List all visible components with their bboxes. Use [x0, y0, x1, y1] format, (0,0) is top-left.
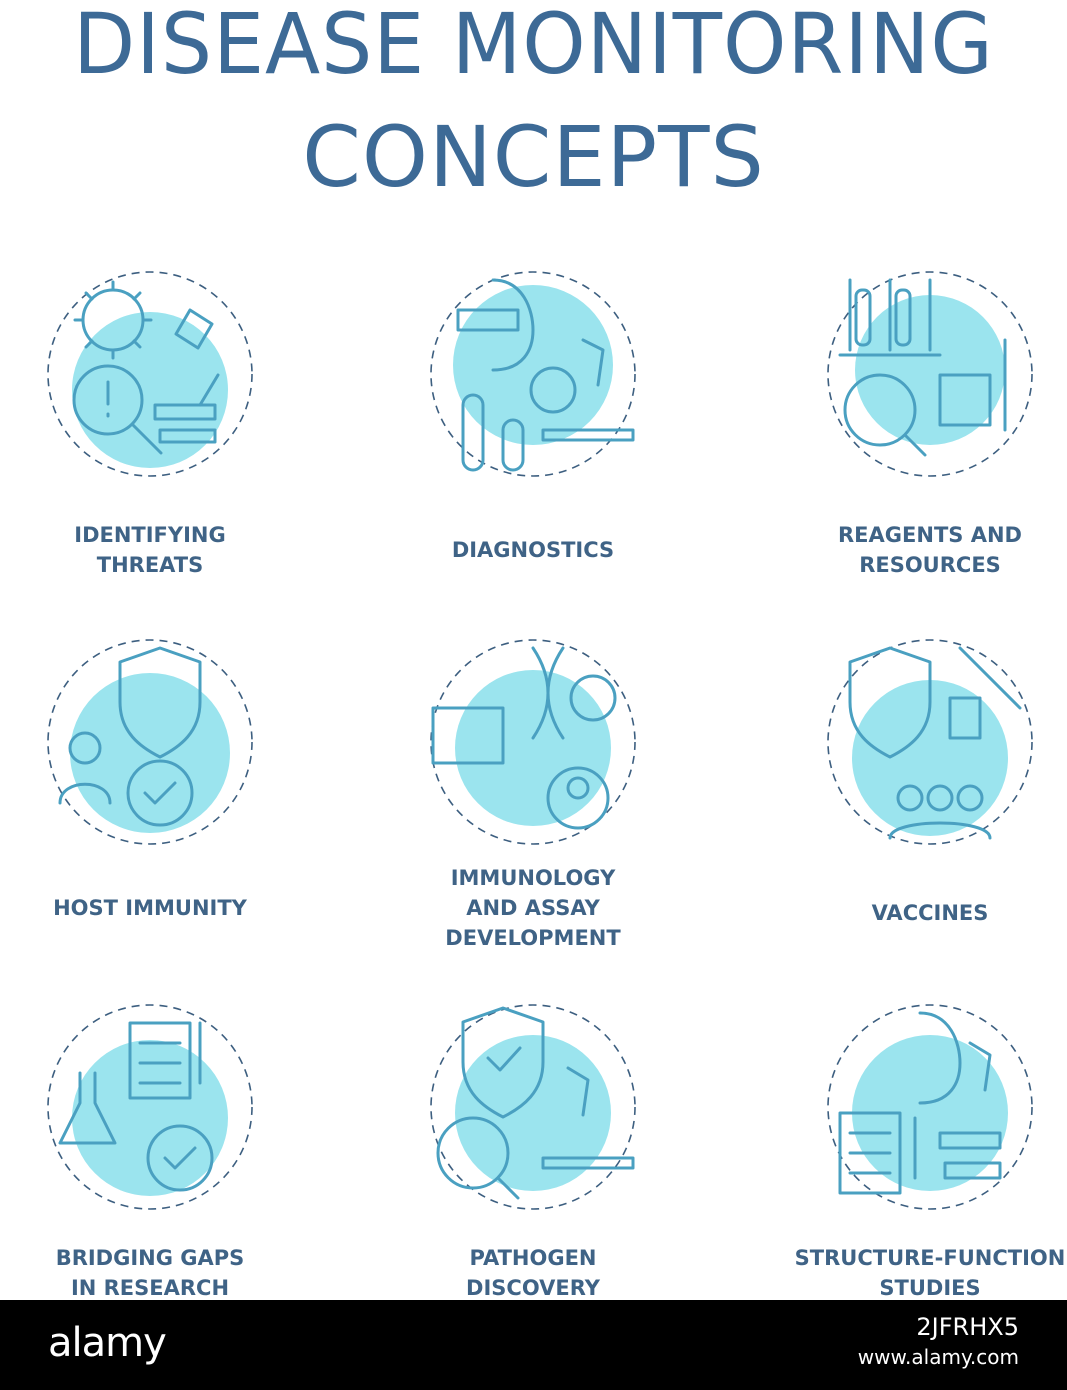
- shield-syringe-people-icon: [827, 639, 1033, 845]
- watermark-footer: alamy 2JFRHX5 www.alamy.com: [0, 1300, 1067, 1390]
- test-tubes-beaker-icon: [827, 271, 1033, 477]
- person-shield-gear-icon: [47, 639, 253, 845]
- dna-analyzer-eye-icon: [430, 639, 636, 845]
- shield-virus-microscope-icon: [430, 1004, 636, 1210]
- page-title-line-1: DISEASE MONITORING: [73, 0, 994, 93]
- scanner-clipboard-microscope-icon: [827, 1004, 1033, 1210]
- page-title-line-2: CONCEPTS: [302, 108, 765, 206]
- concept-label: HOST IMMUNITY: [53, 896, 247, 920]
- image-code: 2JFRHX5 www.alamy.com: [857, 1313, 1019, 1369]
- virus-magnifier-microscope-icon: [47, 271, 253, 477]
- clipboard-flask-gear-icon: [47, 1004, 253, 1210]
- scanner-test-tubes-microscope-icon: [430, 271, 636, 477]
- concept-label: VACCINES: [871, 901, 989, 925]
- concept-label: DIAGNOSTICS: [451, 538, 615, 562]
- alamy-logo: alamy: [48, 1320, 167, 1366]
